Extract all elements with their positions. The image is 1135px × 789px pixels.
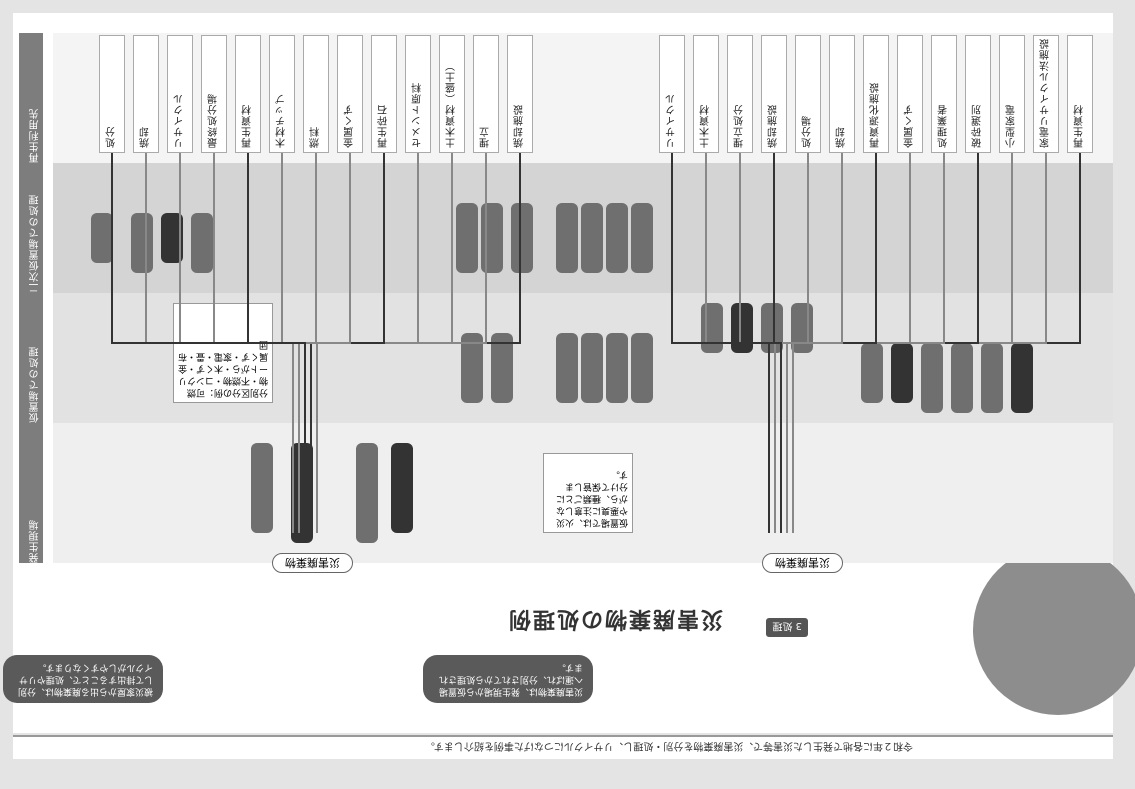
- top-caption-bar: 令和２年に各地で発生した災害等で、災害廃棄物を分別・処理し、リサイクルにつなげた…: [13, 735, 1113, 759]
- top-caption: 令和２年に各地で発生した災害等で、災害廃棄物を分別・処理し、リサイクルにつなげた…: [424, 740, 913, 751]
- diagram-paper: 3 処理 災害廃棄物の処理例 災害廃棄物は、発生現場から仮置場へ運ばれ、分別され…: [3, 13, 1135, 733]
- flow-lines: [111, 153, 1081, 533]
- right-flow-line-13: [671, 153, 782, 533]
- left-flow-line-13: [111, 153, 306, 533]
